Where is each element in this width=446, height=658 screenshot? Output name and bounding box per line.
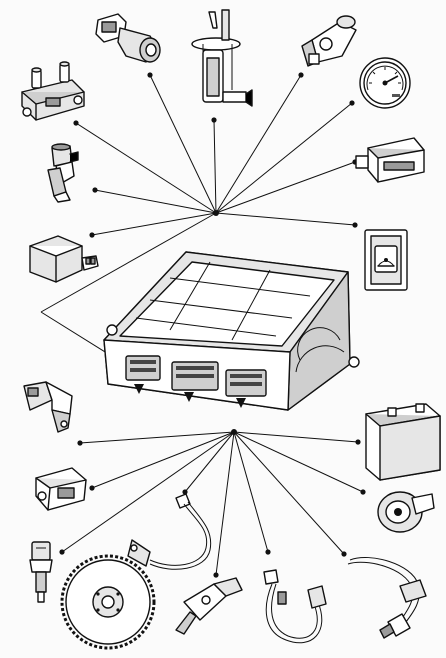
lambda-sensor-icon xyxy=(264,570,326,643)
crank-sensor-icon xyxy=(128,494,211,569)
injector-icon xyxy=(48,144,78,202)
idle-valve-icon xyxy=(96,14,160,62)
lower-hub-dot xyxy=(231,429,237,435)
pressure-sensor-icon xyxy=(302,16,356,66)
cam-sensor-icon xyxy=(24,382,72,432)
speed-sensor-icon xyxy=(176,578,242,634)
ignition-coil-icon xyxy=(22,62,84,120)
knock-sensor-icon xyxy=(378,492,434,532)
connector-icon xyxy=(356,138,424,182)
warning-switch-icon xyxy=(365,230,407,290)
map-sensor-icon xyxy=(36,468,86,510)
lambda-sensor-icon xyxy=(348,557,426,638)
temp-sensor-icon xyxy=(30,542,52,602)
relay-icon xyxy=(30,236,98,282)
fuel-pump-icon xyxy=(192,10,252,106)
ecu-icon xyxy=(104,252,359,410)
connection-lines-lower xyxy=(62,432,363,575)
upper-hub-dot xyxy=(213,210,219,216)
reluctor-icon xyxy=(62,556,154,648)
gauge-icon xyxy=(360,58,410,108)
battery-icon xyxy=(366,404,440,480)
